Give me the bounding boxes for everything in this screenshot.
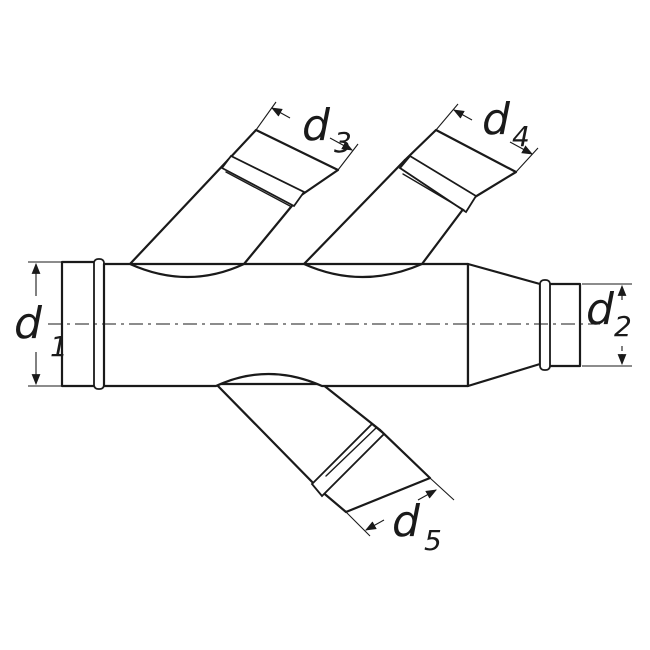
dimension-d1 (28, 261, 62, 387)
label-d3: d 3 (302, 100, 352, 159)
svg-text:4: 4 (512, 120, 530, 153)
main-cylinder (102, 262, 470, 388)
outlet-collar-d2 (546, 282, 582, 368)
reducer-cone (466, 262, 542, 388)
svg-text:2: 2 (614, 310, 632, 343)
branch-d5-ring (310, 422, 386, 498)
dimension-d4 (435, 103, 539, 173)
branch-d5 (214, 382, 432, 514)
dimension-d2 (582, 283, 632, 367)
label-d5: d 5 (392, 496, 442, 557)
branch-d4-ring (398, 154, 478, 214)
label-d4: d 4 (482, 94, 530, 153)
branch-d3-ring (220, 154, 306, 208)
outlet-ring-d2 (539, 279, 551, 371)
dimension-d5 (345, 477, 455, 537)
label-d2: d 2 (586, 284, 632, 343)
main-duct (60, 258, 582, 390)
label-d1: d 1 (14, 298, 68, 363)
svg-text:d: d (482, 94, 511, 145)
svg-text:3: 3 (334, 126, 352, 159)
branch-d3 (128, 128, 340, 266)
svg-text:5: 5 (424, 524, 442, 557)
svg-text:d: d (14, 298, 43, 349)
svg-text:d: d (392, 496, 421, 547)
dimension-d3 (255, 101, 359, 171)
svg-text:d: d (302, 100, 331, 151)
svg-text:d: d (586, 284, 615, 335)
svg-text:1: 1 (50, 330, 68, 363)
